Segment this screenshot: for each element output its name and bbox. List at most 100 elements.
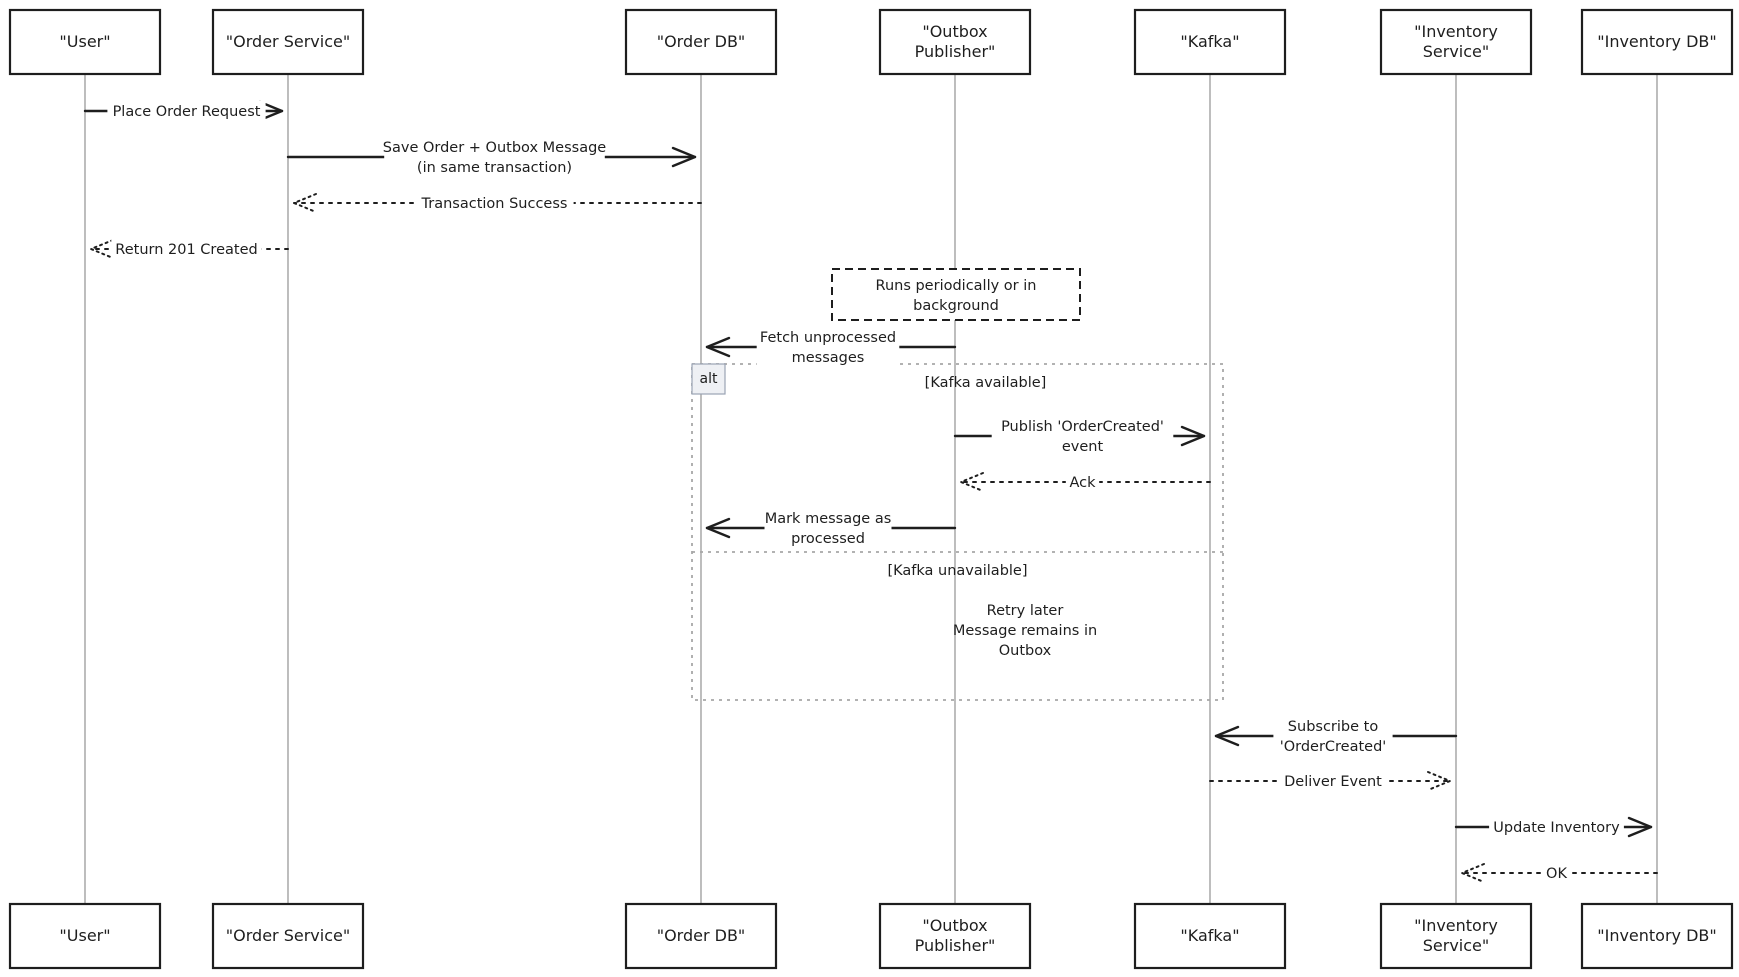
message-return-201-created: Return 201 Created [90, 239, 289, 261]
message-arrowhead [1461, 863, 1485, 883]
message-label: Deliver Event [1284, 774, 1382, 790]
message-ack: Ack [960, 472, 1211, 494]
message-label: Publish 'OrderCreated'event [1001, 419, 1164, 455]
message-arrowhead [705, 336, 731, 358]
note-box [831, 268, 1081, 321]
participant-box-rect [1133, 8, 1287, 76]
participant-box-rect [8, 902, 162, 970]
message-save-order-outbox-message-in-same-transaction: Save Order + Outbox Message(in same tran… [286, 137, 697, 179]
message-label-bg [107, 101, 266, 123]
participant-box-rect [211, 8, 365, 76]
message-label: OK [1546, 866, 1567, 882]
participant-label: "Order DB" [657, 926, 746, 945]
participant-label: "Order Service" [226, 32, 350, 51]
message-arrowhead [960, 472, 984, 492]
participant-bottom-user: "User" [8, 902, 162, 970]
alt-frame-tag: alt [691, 363, 726, 395]
message-label-bg [764, 508, 892, 550]
message-label-bg [415, 193, 574, 215]
participant-box-rect [211, 902, 365, 970]
message-subscribe-to-ordercreated: Subscribe to'OrderCreated' [1214, 716, 1458, 758]
message-label: Transaction Success [421, 196, 568, 212]
message-place-order-request: Place Order Request [83, 100, 284, 123]
participant-box-rect [1580, 8, 1734, 76]
message-arrowhead [1627, 816, 1653, 838]
message-arrowhead [705, 517, 731, 539]
participant-box-rect [1133, 902, 1287, 970]
participant-label: "Inventory DB" [1597, 926, 1717, 945]
participant-box-rect [878, 902, 1032, 970]
participant-label: "Kafka" [1180, 926, 1239, 945]
participant-bottom-inventory-db: "Inventory DB" [1580, 902, 1734, 970]
participant-label: "Inventory DB" [1597, 32, 1717, 51]
participant-box-rect [624, 902, 778, 970]
alt-frame-border [691, 363, 1224, 701]
message-arrowhead [671, 146, 697, 168]
alt-frame: alt [Kafka available] [Kafka unavailable] R… [691, 363, 1224, 701]
message-label-bg [1543, 863, 1570, 885]
participant-box-rect [624, 8, 778, 76]
message-label-bg [1273, 716, 1393, 758]
message-label: Save Order + Outbox Message(in same tran… [383, 140, 607, 176]
message-arrowhead [258, 100, 284, 122]
participant-top-order-db: "Order DB" [624, 8, 778, 76]
alt-condition-kafka-unavailable: [Kafka unavailable] [887, 563, 1027, 579]
participant-bottom-order-service: "Order Service" [211, 902, 365, 970]
participant-label: "User" [59, 32, 110, 51]
participant-bottom-kafka: "Kafka" [1133, 902, 1287, 970]
participant-top-kafka: "Kafka" [1133, 8, 1287, 76]
participant-label: "Order DB" [657, 32, 746, 51]
message-arrowhead [293, 193, 317, 213]
message-label: Return 201 Created [115, 242, 257, 258]
message-label-bg [1065, 472, 1100, 494]
alt-tag-rect [691, 363, 726, 395]
message-label: Place Order Request [113, 104, 261, 120]
participant-top-user: "User" [8, 8, 162, 76]
participant-label: "User" [59, 926, 110, 945]
message-arrowhead [90, 239, 114, 259]
participant-box-rect [1379, 902, 1533, 970]
message-update-inventory: Update Inventory [1454, 816, 1653, 839]
lifelines [84, 74, 1658, 904]
participant-box-rect [1379, 8, 1533, 76]
message-arrowhead [1180, 425, 1206, 447]
message-label-bg [111, 239, 262, 261]
participant-box-rect [878, 8, 1032, 76]
participant-top-inventory-db: "Inventory DB" [1580, 8, 1734, 76]
message-publish-ordercreated-event: Publish 'OrderCreated'event [953, 416, 1206, 458]
message-label: Ack [1069, 475, 1096, 491]
message-label: Subscribe to'OrderCreated' [1280, 719, 1387, 755]
participant-top-order-service: "Order Service" [211, 8, 365, 76]
alt-condition-kafka-available: [Kafka available] [925, 375, 1047, 391]
message-ok: OK [1461, 863, 1658, 885]
alt-tag-label: alt [700, 371, 718, 387]
participant-box-rect [8, 8, 162, 76]
message-label-bg [756, 327, 900, 369]
participant-label: "Kafka" [1180, 32, 1239, 51]
message-label-bg [1489, 817, 1624, 839]
message-label: Update Inventory [1493, 820, 1620, 836]
participant-label: "Order Service" [226, 926, 350, 945]
message-deliver-event: Deliver Event [1209, 771, 1451, 793]
message-transaction-success: Transaction Success [293, 193, 702, 215]
message-label-bg [384, 137, 605, 179]
message-arrowhead [1214, 725, 1240, 747]
